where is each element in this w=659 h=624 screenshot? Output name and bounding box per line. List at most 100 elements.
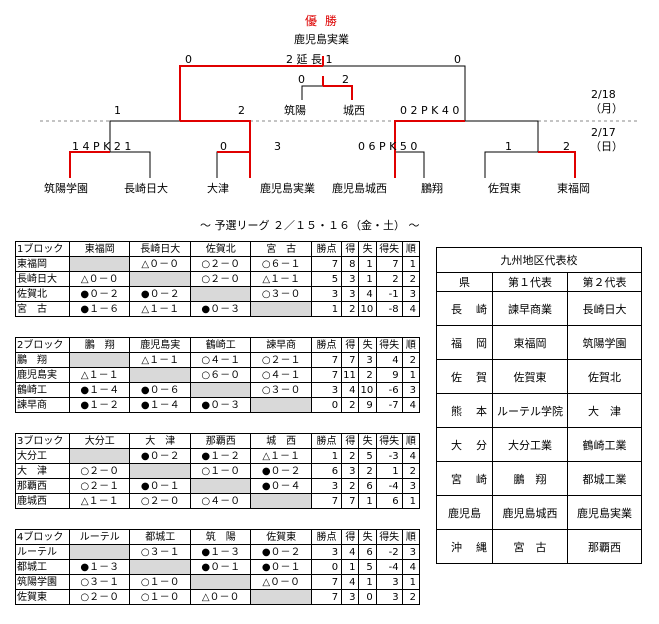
block-cell: ○２－０ [189, 271, 252, 287]
block-cell: 9 [358, 397, 377, 413]
third-team-a: 筑陽 [284, 104, 306, 117]
block-header-cell: 失 [358, 433, 377, 449]
block-cell: 1 [310, 448, 343, 464]
block-header-cell: 3ブロック [15, 433, 70, 449]
block-cell: 7 [310, 352, 343, 368]
reps-row: 福岡東福岡筑陽学園 [436, 325, 643, 360]
block-cell: 0 [310, 559, 343, 575]
block-cell: △１－１ [68, 367, 131, 383]
block-cell: ●１－３ [68, 559, 131, 575]
block-header-cell: 1ブロック [15, 241, 70, 257]
block-cell: ○６－０ [189, 367, 252, 383]
block-header-cell: 城 西 [250, 433, 312, 449]
reps-school: 宮 古 [492, 529, 568, 564]
block-cell: 1 [341, 559, 360, 575]
league-block-2: 2ブロック鵬 翔鹿児島実鶴崎工諫早商勝点得失得失順鵬 翔△１－１○４－１○２－１… [15, 337, 421, 413]
block-header-cell: 長崎日大 [129, 241, 191, 257]
block-header-cell: 2ブロック [15, 337, 70, 353]
block-cell: 8 [341, 256, 360, 272]
block-header-cell: 得失 [375, 433, 403, 449]
block-cell: 2 [341, 478, 360, 494]
block-cell: 3 [310, 286, 343, 302]
block-cell [129, 559, 191, 575]
reps-school: 鵬 翔 [492, 461, 568, 496]
block-cell: 5 [310, 271, 343, 287]
block-cell: 3 [310, 382, 343, 398]
block-cell: 4 [401, 301, 421, 317]
block-cell: ○１－０ [189, 463, 252, 479]
block-header-cell: 失 [358, 241, 377, 257]
block-cell: 1 [375, 463, 403, 479]
block-cell: 佐賀北 [15, 286, 70, 302]
block-cell: -4 [375, 478, 403, 494]
block-cell: ○２－０ [68, 463, 131, 479]
block-cell: ○３－１ [68, 574, 131, 590]
block-cell: 3 [375, 589, 403, 605]
kyushu-representatives-table: 九州地区代表校県第１代表第２代表長崎諫早商業長崎日大福岡東福岡筑陽学園佐賀佐賀東… [435, 247, 643, 564]
block-header-row: 2ブロック鵬 翔鹿児島実鶴崎工諫早商勝点得失得失順 [15, 337, 421, 353]
block-cell: 3 [401, 544, 421, 560]
block-cell: 2 [401, 352, 421, 368]
block-cell: 7 [310, 574, 343, 590]
block-cell: ○１－０ [129, 574, 191, 590]
block-header-cell: 順 [401, 337, 421, 353]
block-header-cell: 勝点 [310, 433, 343, 449]
block-cell: ●１－２ [189, 448, 252, 464]
block-cell: 1 [401, 493, 421, 509]
block-cell: △０－０ [250, 574, 312, 590]
block-cell: 1 [358, 256, 377, 272]
champion-label: 優 勝 [305, 14, 339, 28]
block-header-cell: 得 [341, 337, 360, 353]
block-header-cell: 都城工 [129, 529, 191, 545]
q3-score: 0 6 P K 5 0 [358, 140, 418, 153]
block-cell: ○１－０ [129, 589, 191, 605]
tournament-bracket [40, 56, 640, 178]
reps-prefecture: 宮崎 [436, 461, 493, 496]
block-cell: ●０－１ [189, 559, 252, 575]
block-cell: 0 [358, 589, 377, 605]
block-cell: 鵬 翔 [15, 352, 70, 368]
block-cell: △１－１ [250, 448, 312, 464]
q2-score-a: 0 [220, 140, 227, 153]
block-cell: 7 [341, 493, 360, 509]
block-cell: 3 [310, 478, 343, 494]
reps-prefecture: 沖縄 [436, 529, 493, 564]
block-cell: ○４－１ [189, 352, 252, 368]
block-cell: ●１－３ [189, 544, 252, 560]
block-cell: 2 [401, 271, 421, 287]
block-header-cell: 失 [358, 337, 377, 353]
reps-prefecture: 佐賀 [436, 359, 493, 394]
block-header-row: 1ブロック東福岡長崎日大佐賀北宮 古勝点得失得失順 [15, 241, 421, 257]
block-cell: 4 [341, 382, 360, 398]
block-header-cell: 大 津 [129, 433, 191, 449]
reps-row: 熊本ルーテル学院大 津 [436, 393, 643, 428]
block-header-row: 4ブロックルーテル都城工筑 陽佐賀東勝点得失得失順 [15, 529, 421, 545]
reps-school: 筑陽学園 [566, 325, 643, 360]
block-cell: 鹿児島実 [15, 367, 70, 383]
reps-row: 長崎諫早商業長崎日大 [436, 291, 643, 326]
block-header-cell: 筑 陽 [189, 529, 252, 545]
final-score-right: 0 [454, 53, 461, 66]
block-cell [189, 574, 252, 590]
block-header-cell: 得 [341, 433, 360, 449]
reps-school: 鶴崎工業 [566, 427, 643, 462]
reps-school: ルーテル学院 [492, 393, 568, 428]
block-header-cell: 鶴崎工 [189, 337, 252, 353]
q4-score-b: 2 [563, 140, 570, 153]
reps-header-cell: 県 [436, 272, 493, 292]
team-r1-2: 長崎日大 [124, 182, 168, 195]
reps-prefecture: 福岡 [436, 325, 493, 360]
block-cell: 鶴崎工 [15, 382, 70, 398]
block-cell: ●０－１ [129, 478, 191, 494]
reps-prefecture: 熊本 [436, 393, 493, 428]
third-team-b: 城西 [343, 104, 365, 117]
block-cell: △１－１ [129, 352, 191, 368]
block-cell: -4 [375, 559, 403, 575]
block-cell: △１－１ [68, 493, 131, 509]
